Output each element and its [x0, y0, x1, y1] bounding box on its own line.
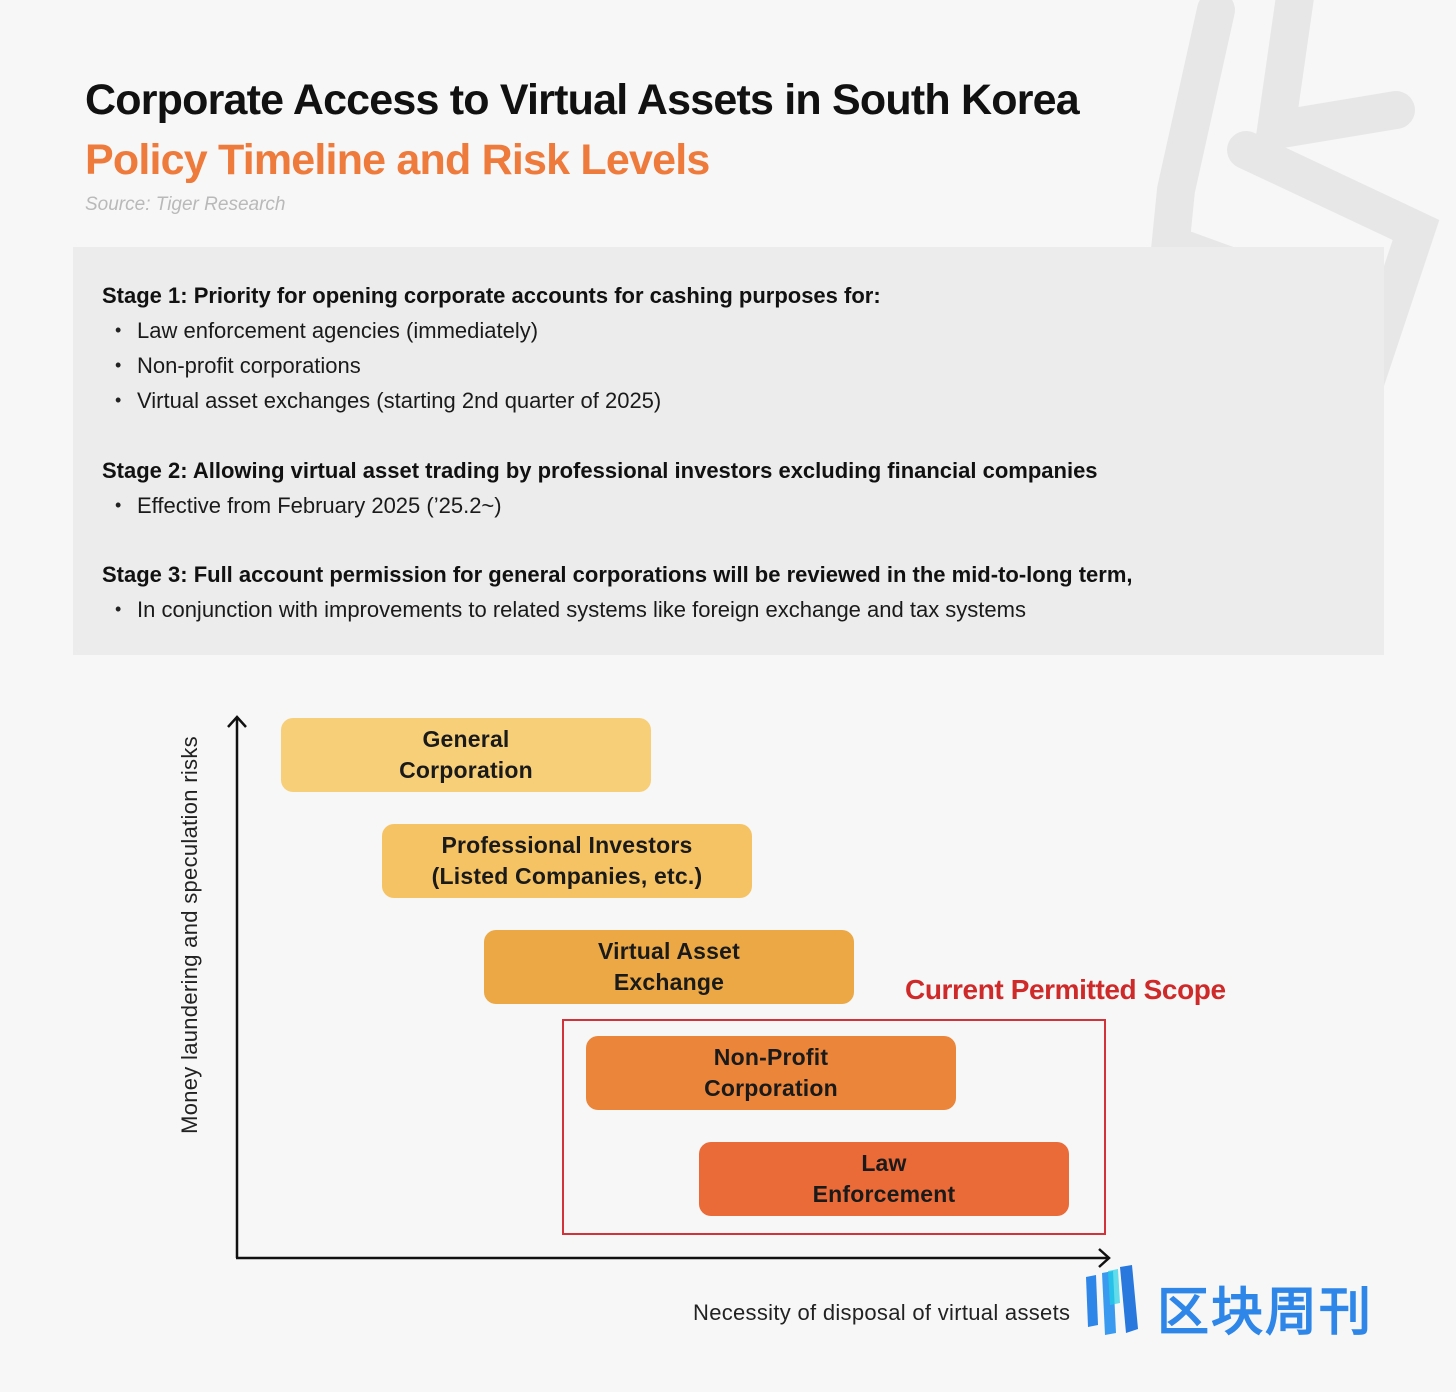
- x-axis-label: Necessity of disposal of virtual assets: [693, 1300, 1071, 1325]
- stage-3: Stage 3: Full account permission for gen…: [102, 557, 1372, 627]
- y-axis-arrowhead: [227, 715, 247, 728]
- stages-panel: Stage 1: Priority for opening corporate …: [73, 247, 1384, 655]
- list-item: In conjunction with improvements to rela…: [102, 592, 1372, 627]
- list-item: Virtual asset exchanges (starting 2nd qu…: [102, 383, 1372, 418]
- stage-2-heading: Stage 2: Allowing virtual asset trading …: [102, 458, 1098, 483]
- page-title: Corporate Access to Virtual Assets in So…: [85, 76, 1080, 124]
- current-permitted-scope-label: Current Permitted Scope: [905, 974, 1226, 1005]
- brand-logo-icon: [1086, 1265, 1138, 1335]
- y-axis-label: Money laundering and speculation risks: [177, 736, 202, 1134]
- stage-2-bullets: Effective from February 2025 (’25.2~): [102, 488, 1372, 523]
- page-subtitle: Policy Timeline and Risk Levels: [85, 136, 710, 184]
- current-permitted-scope-frame: [562, 1019, 1106, 1235]
- box-virtual-asset-exchange: Virtual Asset Exchange: [484, 930, 854, 1004]
- stage-1: Stage 1: Priority for opening corporate …: [102, 278, 1372, 418]
- list-item: Non-profit corporations: [102, 348, 1372, 383]
- box-professional-investors: Professional Investors (Listed Companies…: [382, 824, 752, 898]
- box-general-corporation: General Corporation: [281, 718, 651, 792]
- stage-1-bullets: Law enforcement agencies (immediately) N…: [102, 313, 1372, 418]
- box-law-enforcement: Law Enforcement: [699, 1142, 1069, 1216]
- stage-2: Stage 2: Allowing virtual asset trading …: [102, 453, 1372, 523]
- brand-text: 区块周刊: [1157, 1283, 1374, 1343]
- source-note: Source: Tiger Research: [85, 194, 286, 215]
- box-non-profit-corporation: Non-Profit Corporation: [586, 1036, 956, 1110]
- list-item: Effective from February 2025 (’25.2~): [102, 488, 1372, 523]
- list-item: Law enforcement agencies (immediately): [102, 313, 1372, 348]
- stage-3-bullets: In conjunction with improvements to rela…: [102, 592, 1372, 627]
- stage-1-heading: Stage 1: Priority for opening corporate …: [102, 283, 881, 308]
- stage-3-heading: Stage 3: Full account permission for gen…: [102, 562, 1133, 587]
- background-watermark: [1137, 0, 1440, 410]
